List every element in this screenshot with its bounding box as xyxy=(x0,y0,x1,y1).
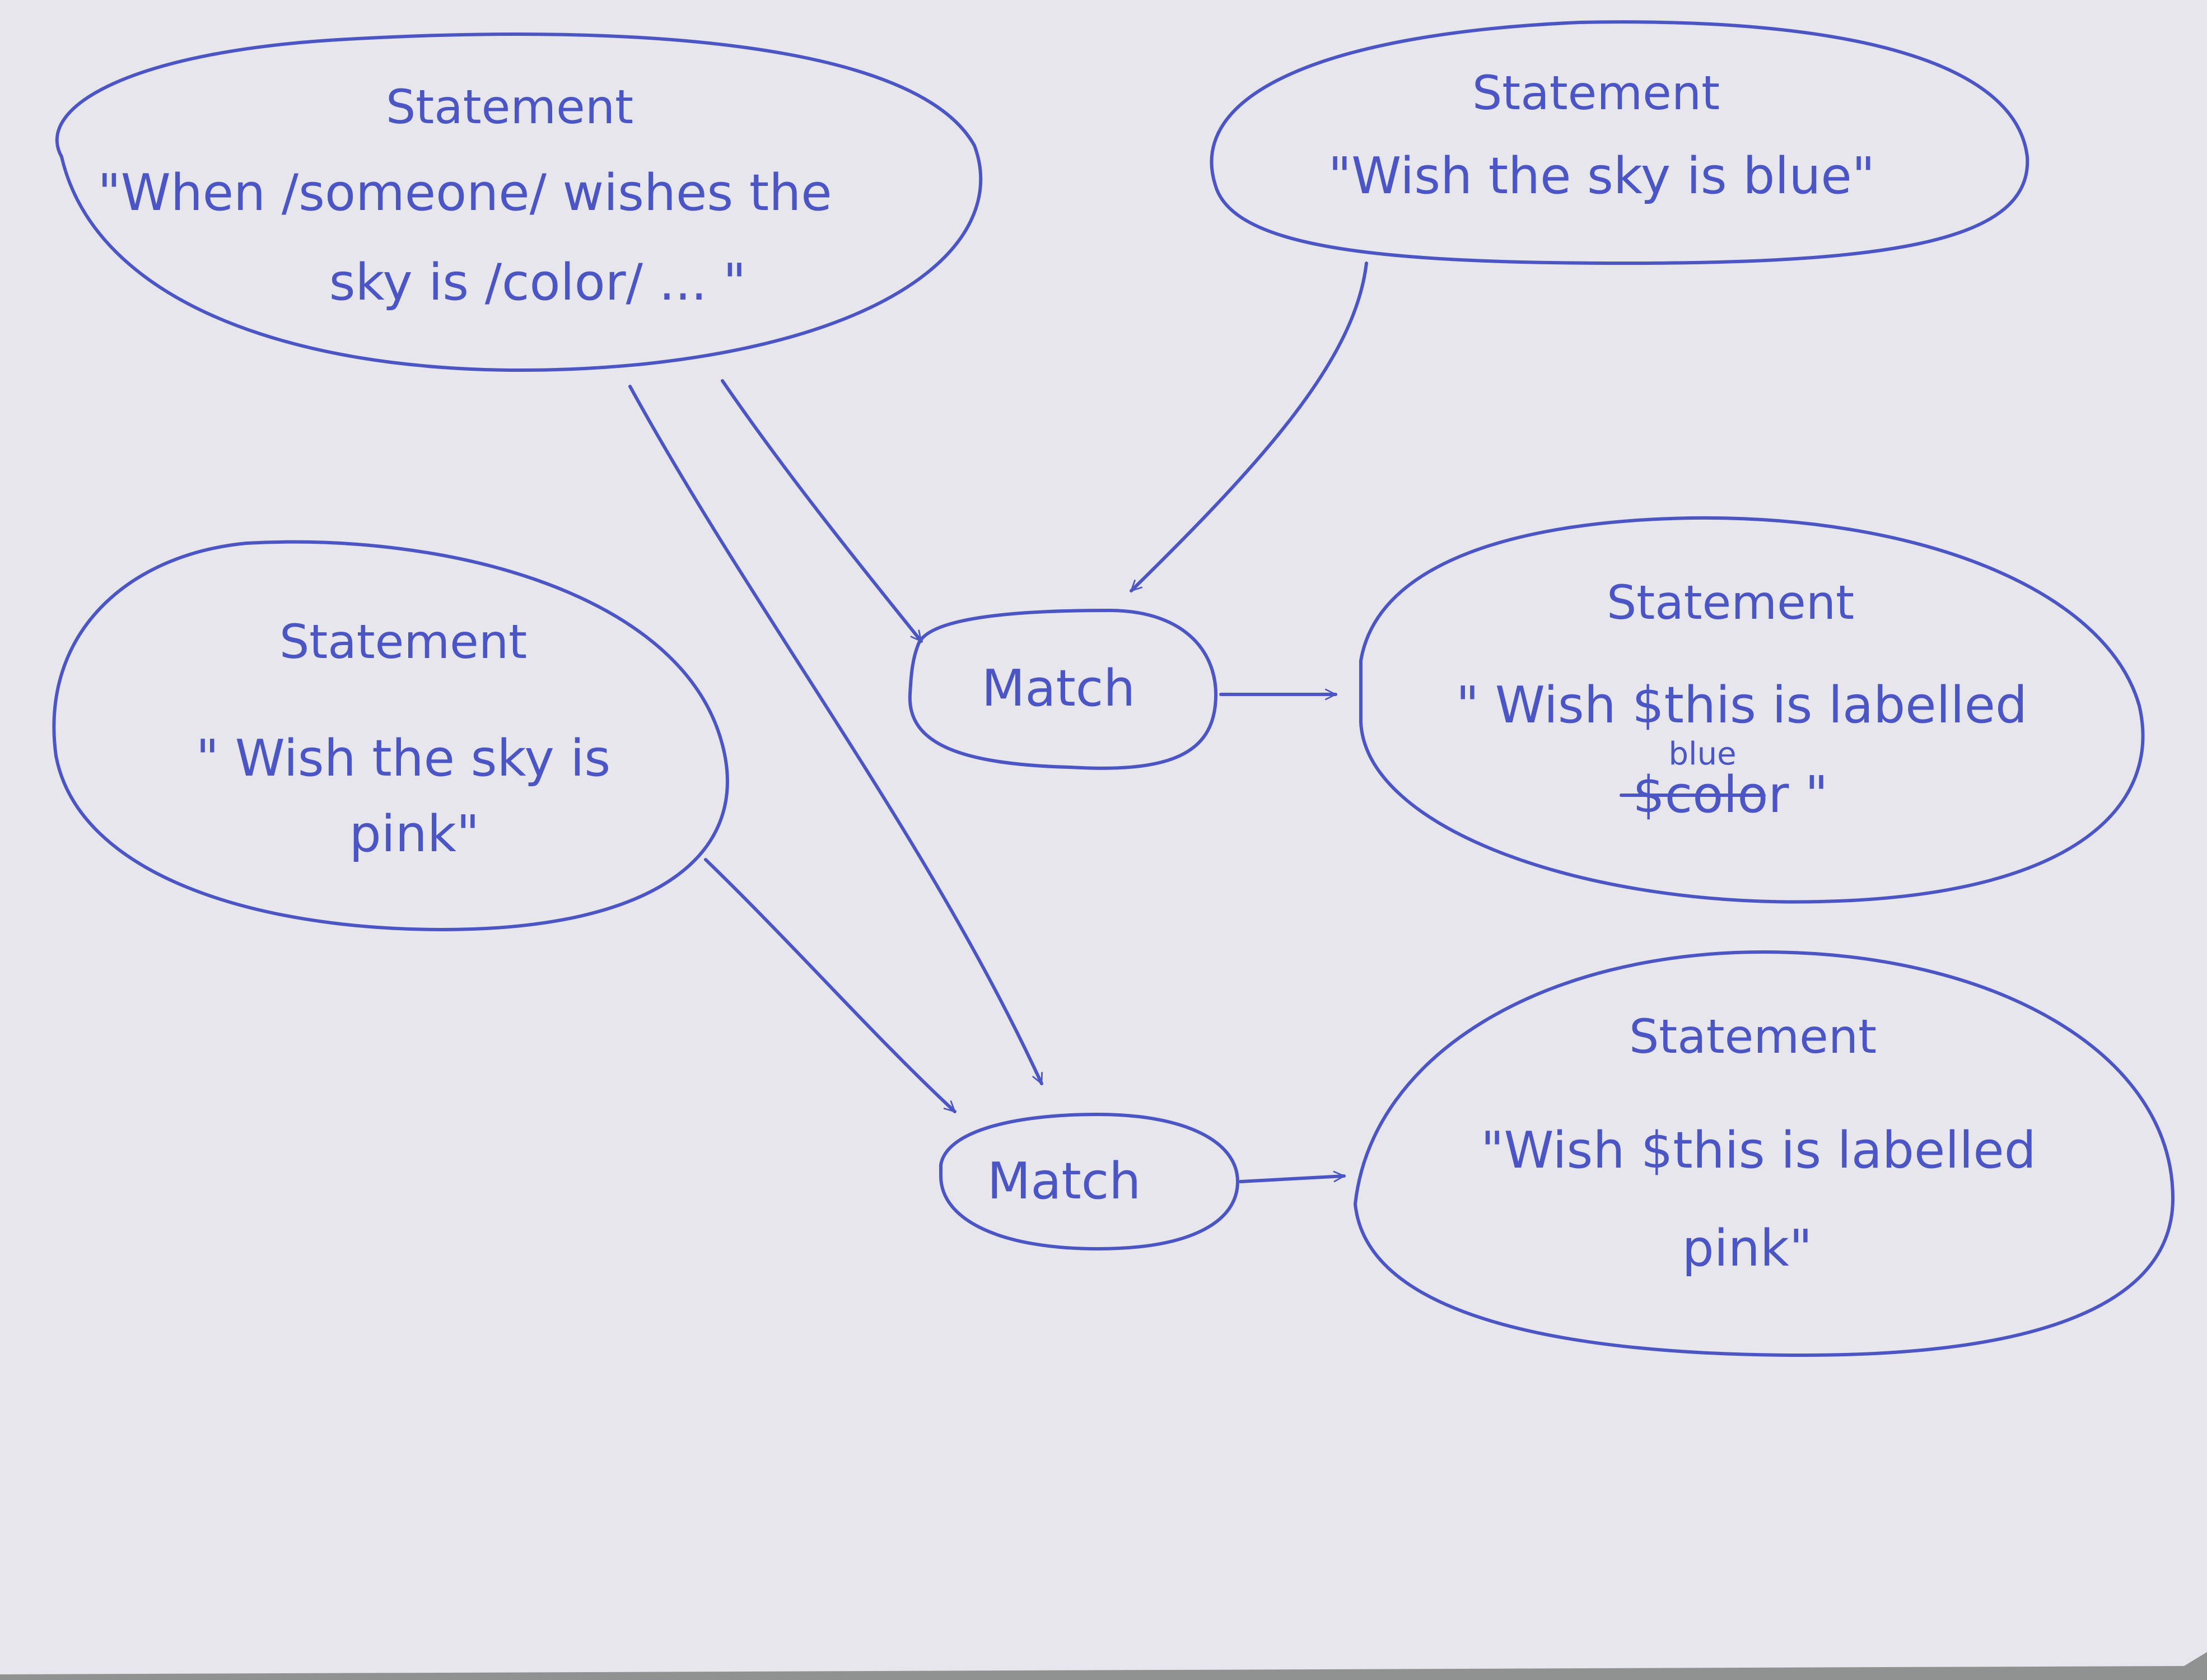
match-bottom-bubble xyxy=(939,1113,1239,1250)
match-bottom: Match xyxy=(939,1113,1239,1250)
statement-blue-result-correction: blue xyxy=(1668,736,1736,772)
statement-blue-result-bubble xyxy=(1359,516,2145,904)
statement-pink-wish-line-1: " Wish the sky is xyxy=(196,729,610,788)
statement-blue-wish-line-1: "Wish the sky is blue" xyxy=(1328,147,1875,206)
statement-pink-result-line-1: "Wish $this is labelled xyxy=(1481,1121,2036,1180)
statement-rule-line-2: sky is /color/ ... " xyxy=(329,253,746,312)
arrow-match-bottom-to-pink-result xyxy=(1239,1176,1346,1183)
match-top-bubble xyxy=(908,609,1217,770)
arrow-rule-to-match-bottom xyxy=(628,385,1043,1085)
statement-rule-bubble xyxy=(55,32,983,372)
statement-blue-wish: Statement "Wish the sky is blue" xyxy=(1210,20,2029,265)
statement-pink-wish-bubble xyxy=(52,540,729,931)
arrow-blue-wish-to-match-top xyxy=(1130,262,1368,592)
statement-pink-result-line-2: pink" xyxy=(1682,1219,1813,1278)
statement-pink-wish-title: Statement xyxy=(279,614,527,669)
statement-blue-wish-title: Statement xyxy=(1472,66,1720,120)
statement-blue-result-title: Statement xyxy=(1607,575,1854,630)
statement-rule-title: Statement xyxy=(386,80,633,134)
statement-pink-wish-line-2: pink" xyxy=(349,805,480,864)
statement-pink-wish: Statement " Wish the sky is pink" xyxy=(52,540,729,931)
statement-pink-result: Statement "Wish $this is labelled pink" xyxy=(1354,950,2175,1357)
statement-rule-line-1: "When /someone/ wishes the xyxy=(97,164,832,222)
arrow-pink-wish-to-match-bottom xyxy=(704,858,956,1113)
arrow-rule-to-match-top xyxy=(721,379,923,643)
statement-pink-result-bubble xyxy=(1354,950,2175,1357)
statement-blue-result-line-1: " Wish $this is labelled xyxy=(1456,676,2027,735)
match-top: Match xyxy=(908,609,1217,770)
match-top-label: Match xyxy=(982,659,1136,718)
match-bottom-label: Match xyxy=(987,1152,1141,1211)
statement-rule: Statement "When /someone/ wishes the sky… xyxy=(55,32,983,372)
statement-blue-wish-bubble xyxy=(1210,20,2029,265)
statement-blue-result: Statement " Wish $this is labelled blue … xyxy=(1359,516,2145,904)
statement-pink-result-title: Statement xyxy=(1629,1009,1877,1064)
